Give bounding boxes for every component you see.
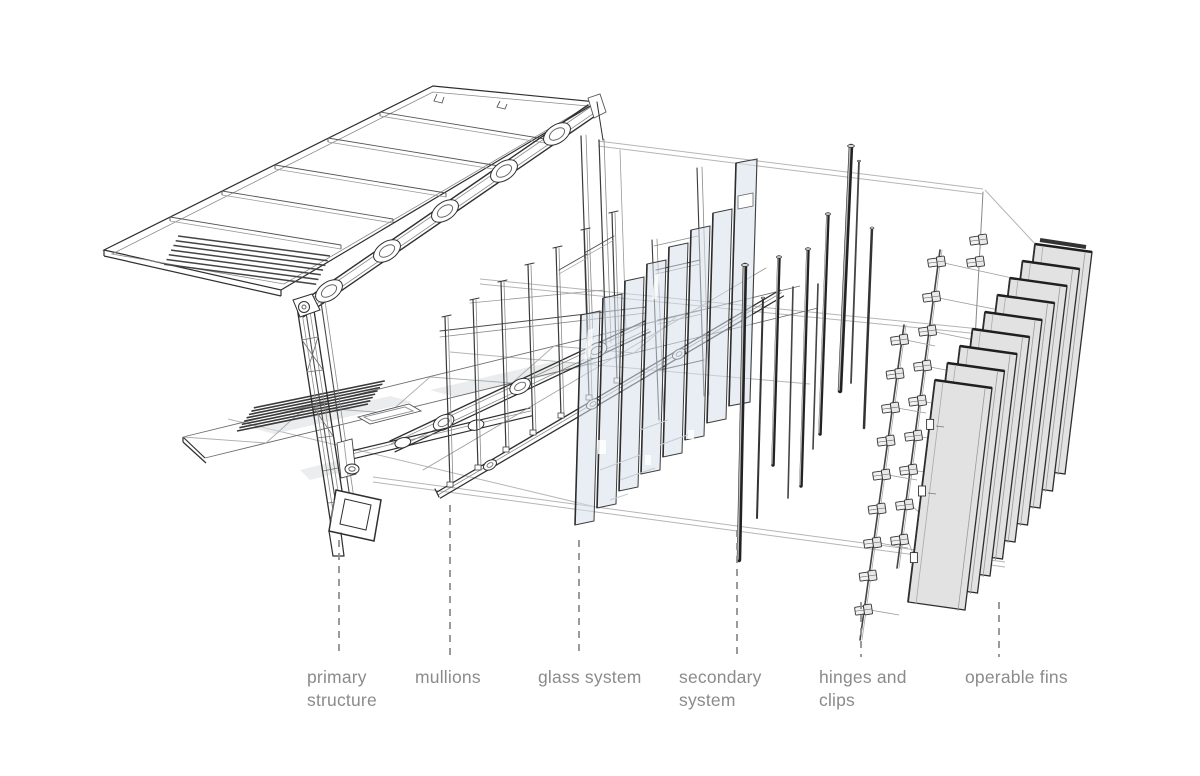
mast-deck-hinge bbox=[344, 463, 360, 475]
primary-mast bbox=[292, 293, 382, 557]
glass-panels bbox=[574, 158, 758, 526]
mast-head-gusset bbox=[292, 293, 321, 318]
operable-fin-stack bbox=[906, 238, 1094, 613]
roof-edge-beam bbox=[295, 93, 607, 318]
deck-hatch bbox=[356, 403, 423, 425]
beam-hinge-cylinders bbox=[315, 122, 571, 303]
label-primary-structure: primary structure bbox=[307, 667, 377, 711]
roof-plane bbox=[102, 85, 599, 297]
glass-reflections bbox=[584, 273, 694, 501]
mast-foot bbox=[328, 489, 382, 557]
leader-lines bbox=[338, 505, 1000, 657]
secondary-rods bbox=[736, 143, 875, 563]
fin-top-cap bbox=[1039, 238, 1087, 249]
label-secondary-system: secondary system bbox=[679, 667, 762, 711]
label-glass-system: glass system bbox=[538, 667, 642, 687]
label-hinges-and-clips: hinges and clips bbox=[819, 667, 907, 711]
roof-assembly bbox=[102, 85, 607, 318]
mast-ties bbox=[301, 336, 345, 504]
glass-wall bbox=[574, 158, 758, 526]
label-operable-fins: operable fins bbox=[965, 667, 1068, 687]
deck-shadows bbox=[252, 360, 585, 480]
label-mullions: mullions bbox=[415, 667, 481, 687]
mullion-rungs bbox=[558, 235, 615, 275]
